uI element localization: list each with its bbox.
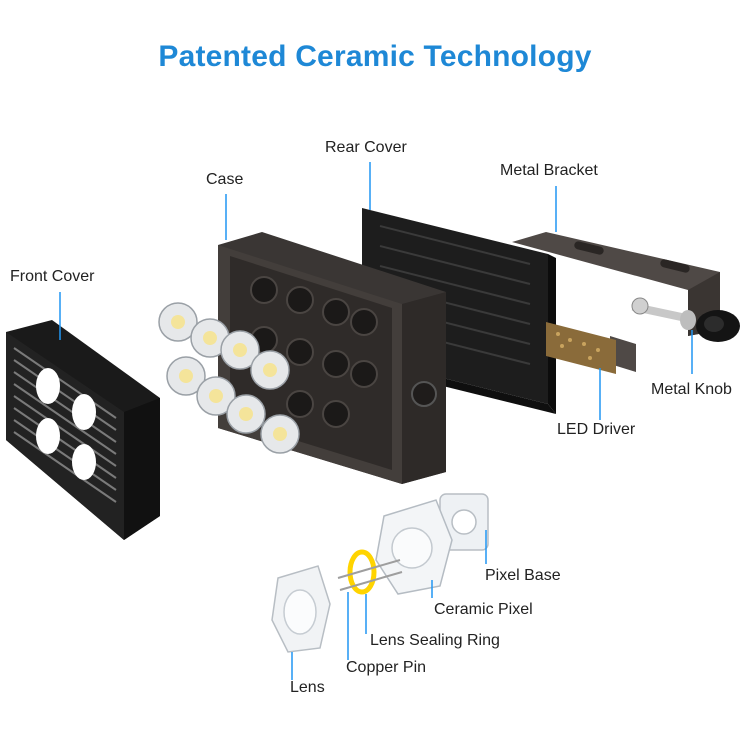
label-metal-knob: Metal Knob [651,381,732,398]
label-front-cover: Front Cover [10,268,95,285]
label-rear-cover: Rear Cover [325,139,407,156]
label-led-driver: LED Driver [557,421,636,438]
lens-sealing-ring-part [347,549,377,595]
copper-pin-part [337,559,403,591]
diagram-title: Patented Ceramic Technology [158,40,592,73]
label-metal-bracket: Metal Bracket [500,162,598,179]
label-lens: Lens [290,679,325,696]
led-pixel-cluster [158,302,300,454]
leader-lines [59,162,693,680]
ceramic-pixel-part [375,499,453,595]
front-cover-part [6,320,160,540]
label-lens-sealing-ring: Lens Sealing Ring [370,632,500,649]
label-pixel-base: Pixel Base [485,567,561,584]
label-copper-pin: Copper Pin [346,659,427,676]
label-case: Case [206,171,244,188]
label-ceramic-pixel: Ceramic Pixel [434,601,533,618]
pixel-base-part [439,493,489,551]
metal-knob-part [631,297,740,342]
led-driver-part [546,322,616,374]
lens-part [271,565,331,653]
